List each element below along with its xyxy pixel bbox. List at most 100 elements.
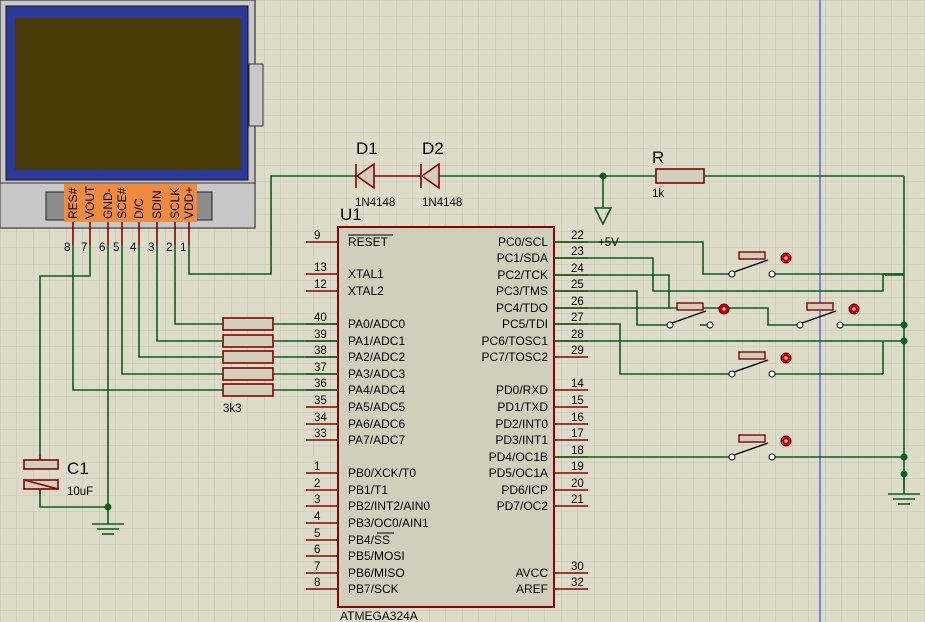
push-buttons xyxy=(666,251,860,461)
mcu-pin-name: PC0/SCL xyxy=(498,235,548,249)
mcu-pin-name: PA7/ADC7 xyxy=(348,433,405,447)
lcd-screen xyxy=(15,18,241,170)
mcu-pin-name: PC6/TOSC1 xyxy=(482,334,549,348)
mcu-pin-name: PD2/INT0 xyxy=(495,417,548,431)
mcu-pin-number: 18 xyxy=(571,445,584,457)
diode-d1[interactable] xyxy=(355,162,396,190)
resistor-array[interactable] xyxy=(222,317,274,397)
mcu-pin-name: XTAL1 xyxy=(348,267,384,281)
mcu-pin-number: 25 xyxy=(571,279,584,291)
lcd-display[interactable] xyxy=(0,0,264,229)
mcu-pin-number: 34 xyxy=(314,412,327,424)
mcu-pin-number: 1 xyxy=(314,461,320,473)
mcu-pin-number: 9 xyxy=(314,230,320,242)
mcu-pin-name: PA3/ADC3 xyxy=(348,367,405,381)
lcd-pin-number: 7 xyxy=(81,242,87,254)
mcu-pin-name: PB2/INT2/AIN0 xyxy=(348,499,430,513)
mcu-pin-number: 23 xyxy=(571,246,584,258)
r-ref: R xyxy=(652,148,664,167)
mcu-pin-number: 39 xyxy=(314,329,327,341)
mcu-pin-name: PD0/RXD xyxy=(496,383,548,397)
mcu-pin-number: 19 xyxy=(571,461,584,473)
mcu-pin-number: 27 xyxy=(571,312,584,324)
mcu-pin-name: PB1/T1 xyxy=(348,483,388,497)
mcu-pin-number: 26 xyxy=(571,296,584,308)
power-5v-symbol[interactable] xyxy=(593,207,613,226)
mcu-pin-number: 28 xyxy=(571,329,584,341)
mcu-pin-name: PD7/OC2 xyxy=(497,499,549,513)
mcu-pin-number: 36 xyxy=(314,378,327,390)
resistor-array-value: 3k3 xyxy=(223,403,242,415)
mcu-pin-name: PD6/ICP xyxy=(501,483,548,497)
mcu-pin-name: PC2/TCK xyxy=(497,268,548,282)
mcu-pin-name: PB7/SCK xyxy=(348,582,399,596)
mcu-pin-name: PA4/ADC4 xyxy=(348,383,405,397)
mcu-pin-name: PD5/OC1A xyxy=(489,466,548,480)
lcd-pin-number: 2 xyxy=(166,242,172,254)
mcu-pin-number: 4 xyxy=(314,511,321,523)
ground-symbol-right[interactable] xyxy=(888,474,920,505)
mcu-pin-name: PC1/SDA xyxy=(497,251,548,265)
mcu-ref: U1 xyxy=(340,205,362,224)
push-button-1[interactable] xyxy=(728,251,792,278)
mcu-pin-number: 2 xyxy=(314,478,320,490)
lcd-pin-number: 4 xyxy=(130,242,137,254)
mcu-pin-number: 15 xyxy=(571,395,584,407)
lcd-pin-number: 3 xyxy=(148,242,154,254)
mcu-pin-name: PB6/MISO xyxy=(348,566,405,580)
lcd-pin-name: RES# xyxy=(66,187,80,219)
push-button-3[interactable] xyxy=(796,302,860,329)
d2-value: 1N4148 xyxy=(422,197,462,209)
lcd-pin-name: SDIN xyxy=(150,190,164,219)
mcu-pin-name: PB3/OC0/AIN1 xyxy=(348,516,429,530)
lcd-pin-header xyxy=(64,184,197,222)
mcu-pin-name: PA5/ADC5 xyxy=(348,400,405,414)
mcu-pin-number: 17 xyxy=(571,428,584,440)
lcd-pin-name: VOUT xyxy=(83,185,97,219)
resistor-r[interactable] xyxy=(655,168,705,184)
mcu-pin-number: 5 xyxy=(314,528,320,540)
d1-value: 1N4148 xyxy=(355,197,395,209)
mcu-pin-number: 24 xyxy=(571,263,584,275)
mcu-part: ATMEGA324A xyxy=(340,609,418,622)
mcu-pin-number: 13 xyxy=(314,262,327,274)
mcu-pin-name: PC3/TMS xyxy=(496,284,548,298)
lcd-pin-number: 5 xyxy=(113,242,119,254)
lcd-pin-name: SCE# xyxy=(115,187,129,219)
lcd-pin-name: VDD+ xyxy=(182,187,196,219)
mcu-pin-number: 32 xyxy=(571,577,584,589)
push-button-2[interactable] xyxy=(666,302,730,329)
mcu-body[interactable] xyxy=(337,226,555,608)
mcu-pin-number: 16 xyxy=(571,412,584,424)
mcu-pin-name: PB0/XCK/T0 xyxy=(348,466,416,480)
mcu-pin-number: 14 xyxy=(571,378,584,390)
c1-value: 10uF xyxy=(67,486,93,498)
mcu-pin-number: 40 xyxy=(314,312,327,324)
mcu-pin-name: PB4/SS xyxy=(348,533,390,547)
diode-d2[interactable] xyxy=(396,162,440,190)
mcu-pin-number: 8 xyxy=(314,577,320,589)
mcu-pin-name: PC7/TOSC2 xyxy=(482,350,549,364)
mcu-pin-number: 7 xyxy=(314,561,320,573)
lcd-pin-number: 1 xyxy=(180,242,186,254)
mcu-pin-number: 37 xyxy=(314,362,327,374)
capacitor-c1[interactable] xyxy=(23,455,59,494)
mcu-pin-number: 3 xyxy=(314,494,320,506)
mcu-pin-name: AVCC xyxy=(516,566,549,580)
mcu-pin-number: 21 xyxy=(571,494,584,506)
push-button-5[interactable] xyxy=(728,434,792,461)
lcd-pin-name: GND- xyxy=(101,188,115,219)
d1-ref: D1 xyxy=(356,139,378,158)
mcu-pin-number: 20 xyxy=(571,478,584,490)
mcu-pin-number: 29 xyxy=(571,345,584,357)
mcu-pin-number: 22 xyxy=(571,230,584,242)
ground-symbol-left[interactable] xyxy=(92,520,124,535)
mcu-pin-name: PA1/ADC1 xyxy=(348,334,405,348)
push-button-4[interactable] xyxy=(728,351,792,378)
lcd-pin-name: SCLK xyxy=(168,188,182,219)
mcu-pin-number: 38 xyxy=(314,345,327,357)
mcu-pin-name: PA0/ADC0 xyxy=(348,317,405,331)
c1-ref: C1 xyxy=(67,459,89,478)
